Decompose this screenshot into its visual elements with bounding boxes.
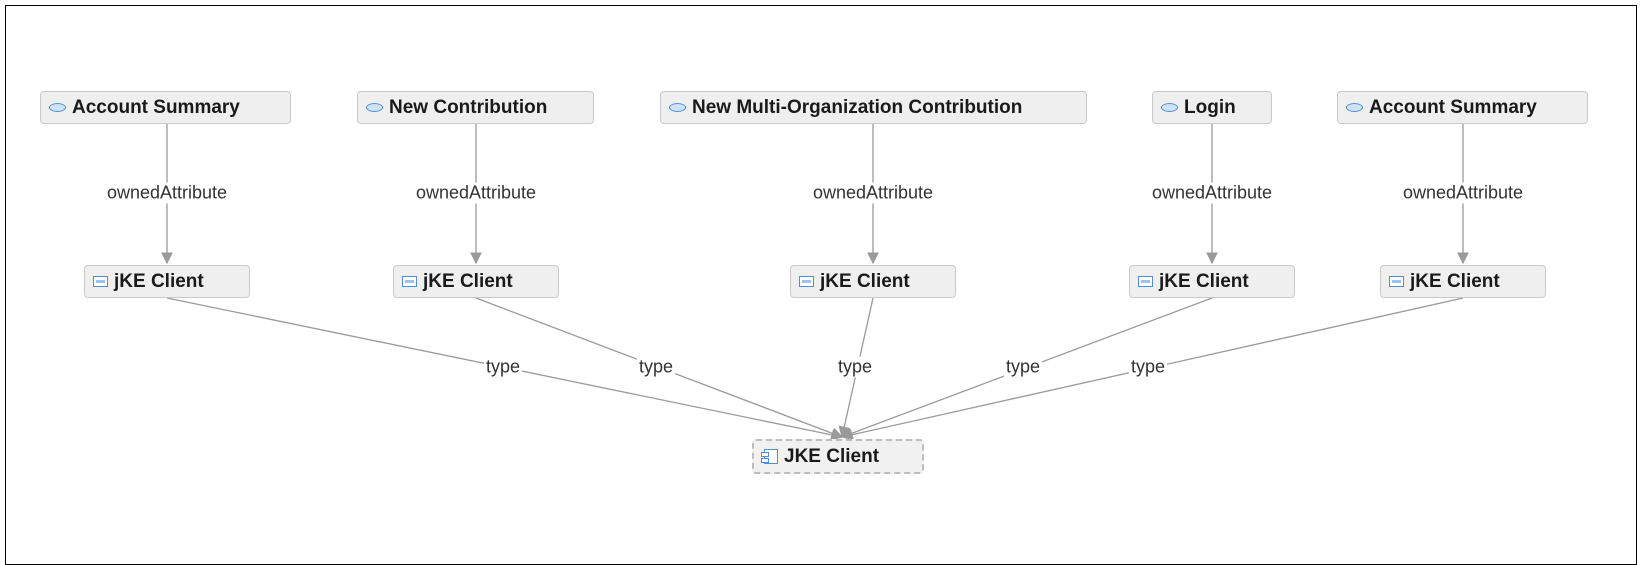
use-case-label: Account Summary	[1369, 96, 1537, 118]
edge-label-type: type	[835, 356, 875, 378]
edge-label-type: type	[1128, 356, 1168, 378]
component-label: JKE Client	[784, 445, 880, 467]
attribute-label: jKE Client	[114, 270, 204, 292]
attribute-node[interactable]: jKE Client	[1380, 265, 1546, 298]
class-icon	[1138, 276, 1153, 287]
use-case-label: Account Summary	[72, 96, 240, 118]
class-icon	[799, 276, 814, 287]
component-node[interactable]: JKE Client	[752, 439, 924, 474]
use-case-node[interactable]: Account Summary	[40, 91, 291, 124]
edge-label-owned-attribute: ownedAttribute	[1149, 182, 1275, 204]
edge-label-owned-attribute: ownedAttribute	[810, 182, 936, 204]
edge-label-type: type	[1003, 356, 1043, 378]
class-icon	[93, 276, 108, 287]
component-icon	[761, 449, 778, 464]
edge-label-owned-attribute: ownedAttribute	[413, 182, 539, 204]
use-case-node[interactable]: Login	[1152, 91, 1272, 124]
use-case-label: New Multi-Organization Contribution	[692, 96, 1023, 118]
use-case-icon	[366, 103, 383, 112]
edge-label-type: type	[483, 356, 523, 378]
attribute-node[interactable]: jKE Client	[1129, 265, 1295, 298]
use-case-icon	[669, 103, 686, 112]
use-case-node[interactable]: New Multi-Organization Contribution	[660, 91, 1087, 124]
use-case-icon	[1161, 103, 1178, 112]
attribute-node[interactable]: jKE Client	[393, 265, 559, 298]
edge-label-type: type	[636, 356, 676, 378]
attribute-label: jKE Client	[1159, 270, 1249, 292]
use-case-node[interactable]: New Contribution	[357, 91, 594, 124]
use-case-label: Login	[1184, 96, 1236, 118]
class-icon	[1389, 276, 1404, 287]
edge-label-owned-attribute: ownedAttribute	[104, 182, 230, 204]
use-case-icon	[49, 103, 66, 112]
use-case-label: New Contribution	[389, 96, 548, 118]
attribute-node[interactable]: jKE Client	[790, 265, 956, 298]
class-icon	[402, 276, 417, 287]
edge-label-owned-attribute: ownedAttribute	[1400, 182, 1526, 204]
use-case-icon	[1346, 103, 1363, 112]
attribute-label: jKE Client	[1410, 270, 1500, 292]
use-case-node[interactable]: Account Summary	[1337, 91, 1588, 124]
attribute-label: jKE Client	[423, 270, 513, 292]
attribute-node[interactable]: jKE Client	[84, 265, 250, 298]
attribute-label: jKE Client	[820, 270, 910, 292]
